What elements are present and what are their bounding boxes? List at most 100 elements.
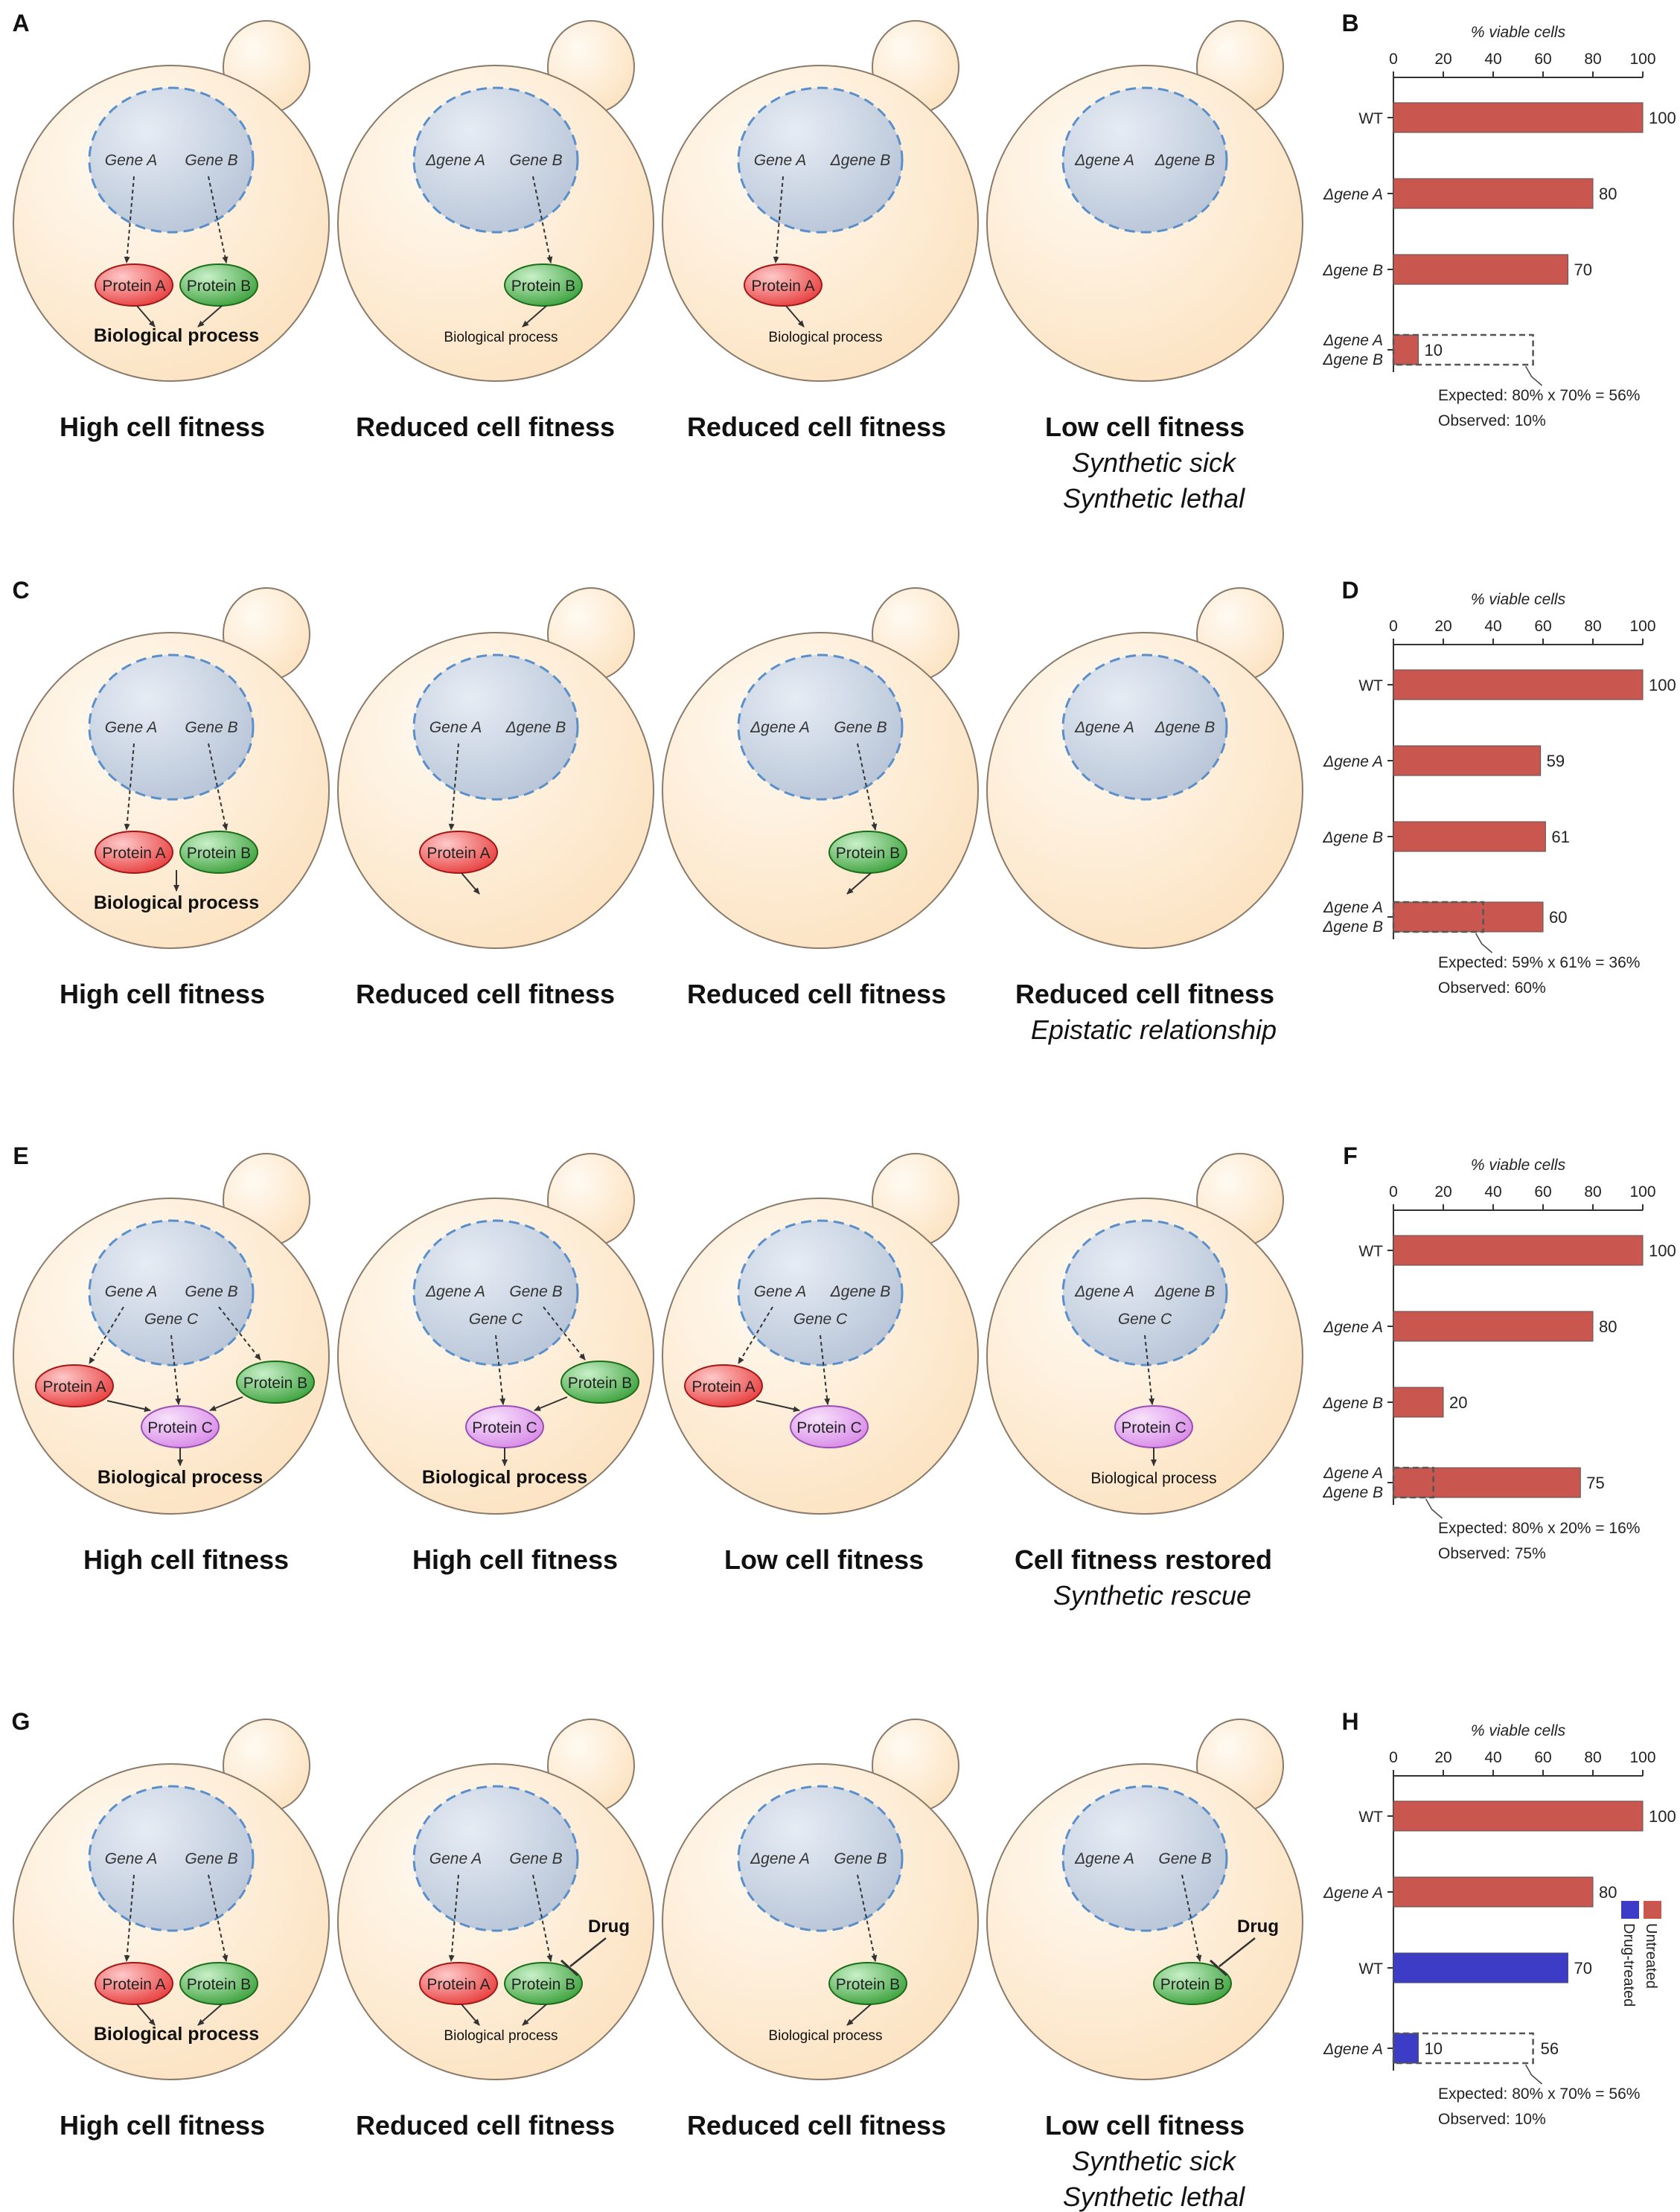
nucleus <box>88 86 255 234</box>
nucleus <box>88 653 255 801</box>
category-label: WT <box>1358 1809 1383 1826</box>
nucleus <box>412 86 579 234</box>
protein-a-shape <box>684 1364 763 1407</box>
gene-label: Gene B <box>509 1850 562 1867</box>
protein-c-shape <box>790 1405 869 1448</box>
process-label: Biological process <box>768 330 882 345</box>
chart-title: % viable cells <box>1471 591 1566 608</box>
panel-letter: C <box>12 577 29 604</box>
tick-label: 100 <box>1629 618 1655 635</box>
fitness-label: High cell fitness <box>60 2110 265 2141</box>
expected-pointer <box>1524 2064 1543 2085</box>
tick-label: 20 <box>1434 1749 1451 1766</box>
category-label: Δgene B <box>1322 1395 1383 1412</box>
bar <box>1393 334 1419 365</box>
gene-label: Δgene A <box>425 1283 485 1300</box>
gene-label: Gene B <box>509 152 562 169</box>
expression-arrow <box>1144 1334 1155 1405</box>
observed-annotation: Observed: 60% <box>1438 979 1546 997</box>
fitness-label: Low cell fitness <box>724 1544 924 1575</box>
activation-arrow <box>106 1400 151 1413</box>
expected-pointer <box>1425 1498 1443 1519</box>
protein-a-shape <box>95 1962 173 2005</box>
process-label: Biological process <box>94 892 259 913</box>
protein-a-shape <box>95 263 173 307</box>
activation-arrow <box>209 1396 243 1411</box>
tick-label: 80 <box>1584 1749 1601 1766</box>
fitness-label: Reduced cell fitness <box>356 2110 615 2141</box>
expression-arrow <box>124 176 135 263</box>
expected-pointer <box>1475 933 1493 953</box>
tick-label: 40 <box>1484 51 1501 68</box>
category-label: Δgene A <box>1323 1465 1383 1482</box>
protein-b-shape <box>179 831 258 874</box>
bar <box>1393 178 1594 209</box>
protein-a-label: Protein A <box>692 1378 755 1396</box>
protein-a: Protein A <box>419 1962 498 2005</box>
category-label: Δgene A <box>1323 1885 1383 1902</box>
gene-label: Gene C <box>793 1311 848 1328</box>
expression-arrow <box>532 176 553 263</box>
protein-a-label: Protein A <box>751 278 814 295</box>
gene-label: Gene A <box>754 1283 806 1300</box>
data-label: 100 <box>1649 109 1676 127</box>
expected-box <box>1392 901 1484 933</box>
expression-arrow <box>532 1874 553 1962</box>
observed-annotation: Observed: 10% <box>1438 2111 1546 2128</box>
process-arrow <box>136 305 156 327</box>
expected-annotation: Expected: 80% x 70% = 56% <box>1438 2085 1640 2103</box>
gene-label: Δgene B <box>1154 152 1216 169</box>
protein-a-label: Protein A <box>102 845 165 862</box>
bar <box>1393 2033 1419 2064</box>
fitness-label: Reduced cell fitness <box>356 979 615 1009</box>
protein-a-label: Protein A <box>102 278 165 295</box>
expression-arrow <box>495 1334 506 1405</box>
tick-label: 20 <box>1434 51 1451 68</box>
protein-c: Protein C <box>1114 1405 1193 1448</box>
expected-annotation: Expected: 80% x 20% = 16% <box>1438 1520 1640 1537</box>
bar <box>1393 1467 1581 1498</box>
bar <box>1393 1235 1644 1266</box>
protein-b-label: Protein B <box>836 845 900 862</box>
process-label: Biological process <box>768 2028 882 2044</box>
protein-b: Protein B <box>179 1962 258 2005</box>
protein-b-shape <box>560 1361 639 1404</box>
data-label: 100 <box>1649 1241 1676 1260</box>
expression-arrow <box>218 1306 261 1361</box>
process-arrow <box>522 2004 547 2026</box>
fitness-label: Low cell fitness <box>1045 2110 1245 2141</box>
bar <box>1393 1387 1444 1418</box>
category-label: Δgene A <box>1323 332 1383 349</box>
fitness-label: Reduced cell fitness <box>687 979 946 1009</box>
nucleus <box>737 86 904 234</box>
nucleus <box>1061 86 1228 234</box>
tick-label: 60 <box>1534 618 1551 635</box>
protein-a-shape <box>419 1962 498 2005</box>
observed-annotation: Observed: 10% <box>1438 412 1546 429</box>
protein-b: Protein B <box>504 1962 583 2005</box>
legend-label-drug: Drug-treated <box>1620 1923 1637 2007</box>
gene-label: Gene B <box>834 719 887 736</box>
category-label: WT <box>1358 1243 1383 1260</box>
expression-arrow <box>543 1306 586 1361</box>
expected-annotation: Expected: 80% x 70% = 56% <box>1438 387 1640 404</box>
expected-box <box>1392 333 1534 366</box>
fitness-subtitle: Synthetic lethal <box>1063 2181 1245 2212</box>
nucleus <box>412 1219 579 1366</box>
protein-b: Protein B <box>828 1962 907 2005</box>
tick-label: 60 <box>1534 1749 1551 1766</box>
protein-a-label: Protein A <box>42 1378 106 1396</box>
process-label: Biological process <box>94 2024 259 2045</box>
data-label: 70 <box>1574 1959 1592 1978</box>
protein-a: Protein A <box>419 831 498 874</box>
expression-arrow <box>124 743 135 831</box>
legend-swatch-untreated <box>1644 1901 1661 1919</box>
process-arrow <box>846 872 872 895</box>
